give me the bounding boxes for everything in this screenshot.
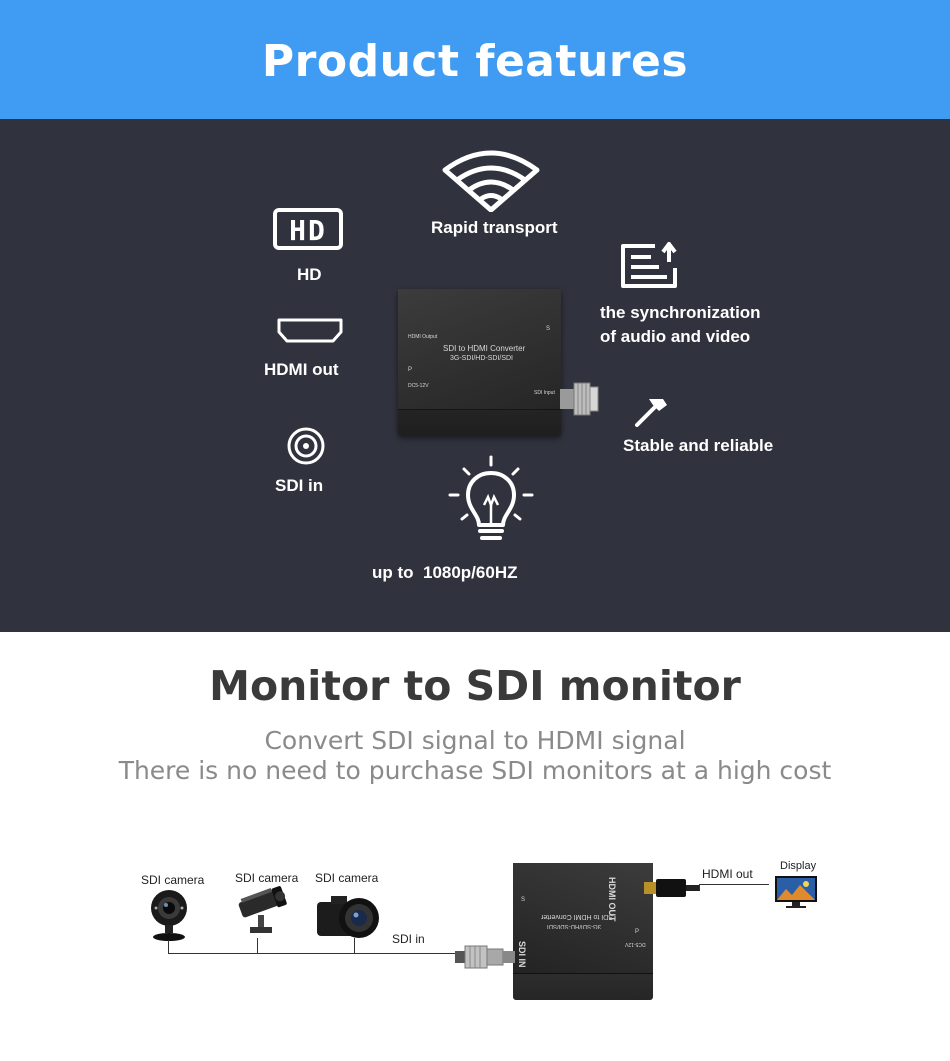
hdmi-cable-bend bbox=[699, 884, 700, 890]
section-subtitle-1: Convert SDI signal to HDMI signal bbox=[264, 726, 686, 755]
wifi-icon bbox=[442, 150, 540, 212]
diagram-dev-p: P bbox=[635, 929, 640, 935]
diagram-bnc-connector-icon bbox=[455, 945, 515, 969]
feature-rapid-transport: Rapid transport bbox=[431, 218, 558, 237]
cable-drop-2 bbox=[257, 938, 258, 954]
sdi-connector-icon bbox=[287, 427, 325, 465]
camera-3-label: SDI camera bbox=[315, 871, 379, 885]
hd-badge-text: HD bbox=[289, 214, 327, 247]
feature-hd: HD bbox=[297, 265, 322, 284]
device-s-label: S bbox=[546, 326, 551, 332]
hdmi-cable-line bbox=[699, 884, 769, 885]
device-p-label: P bbox=[408, 367, 413, 373]
section-subtitle-2: There is no need to purchase SDI monitor… bbox=[118, 756, 832, 785]
device-hdmi-output-label: HDMI Output bbox=[408, 334, 438, 340]
device-title: SDI to HDMI Converter bbox=[443, 344, 526, 353]
display-label: Display bbox=[780, 860, 817, 872]
feature-resolution: up to 1080p/60HZ bbox=[372, 563, 518, 582]
hdmi-plug-icon bbox=[644, 879, 700, 897]
webcam-icon bbox=[151, 890, 187, 941]
page-title: Product features bbox=[261, 36, 689, 87]
hd-icon: HD bbox=[273, 208, 343, 250]
diagram-dev-sdi: SDI IN bbox=[517, 941, 527, 968]
feature-hdmi-out: HDMI out bbox=[264, 360, 339, 379]
device-model: 3G-SDI/HD-SDI/SDI bbox=[450, 355, 514, 362]
upload-list-icon bbox=[621, 242, 677, 288]
hdmi-out-label: HDMI out bbox=[702, 867, 753, 881]
diagram-dev-title: SDI to HDMI Converter bbox=[541, 913, 613, 920]
cable-line-horizontal bbox=[168, 953, 458, 954]
feature-stable: Stable and reliable bbox=[623, 436, 774, 455]
lightbulb-icon bbox=[448, 455, 534, 540]
feature-sync-line1: the synchronization bbox=[600, 303, 761, 322]
bnc-connector-icon bbox=[560, 382, 599, 416]
cable-drop-3 bbox=[354, 938, 355, 954]
feature-sync-line2: of audio and video bbox=[600, 327, 751, 346]
converter-device: HDMI Output S SDI to HDMI Converter 3G-S… bbox=[398, 289, 561, 436]
device-sdi-input-label: SDI Input bbox=[534, 390, 555, 396]
section-title: Monitor to SDI monitor bbox=[209, 662, 741, 710]
feature-sdi-in: SDI in bbox=[275, 476, 324, 495]
hdmi-port-icon bbox=[277, 318, 343, 343]
cable-drop-1 bbox=[168, 940, 169, 954]
device-top-face bbox=[398, 289, 561, 410]
header-banner: Product features bbox=[0, 0, 950, 119]
cctv-camera-icon bbox=[238, 886, 287, 933]
diagram-dev-dc: DC5-12V bbox=[625, 941, 646, 947]
camera-1-label: SDI camera bbox=[141, 873, 205, 887]
diagram-dev-s: S bbox=[521, 897, 526, 903]
monitor-icon bbox=[775, 876, 817, 908]
converter-device-diagram: HDMI OUT SDI to HDMI Converter 3G-SDI/HD… bbox=[513, 863, 653, 1000]
diagram-dev-model: 3G-SDI/HD-SDI/SDI bbox=[547, 923, 602, 929]
hammer-icon bbox=[635, 399, 667, 427]
sdi-in-label: SDI in bbox=[392, 932, 425, 946]
dslr-camera-icon bbox=[317, 896, 379, 938]
device-dc-label: DC5-12V bbox=[408, 383, 429, 389]
camera-2-label: SDI camera bbox=[235, 871, 299, 885]
